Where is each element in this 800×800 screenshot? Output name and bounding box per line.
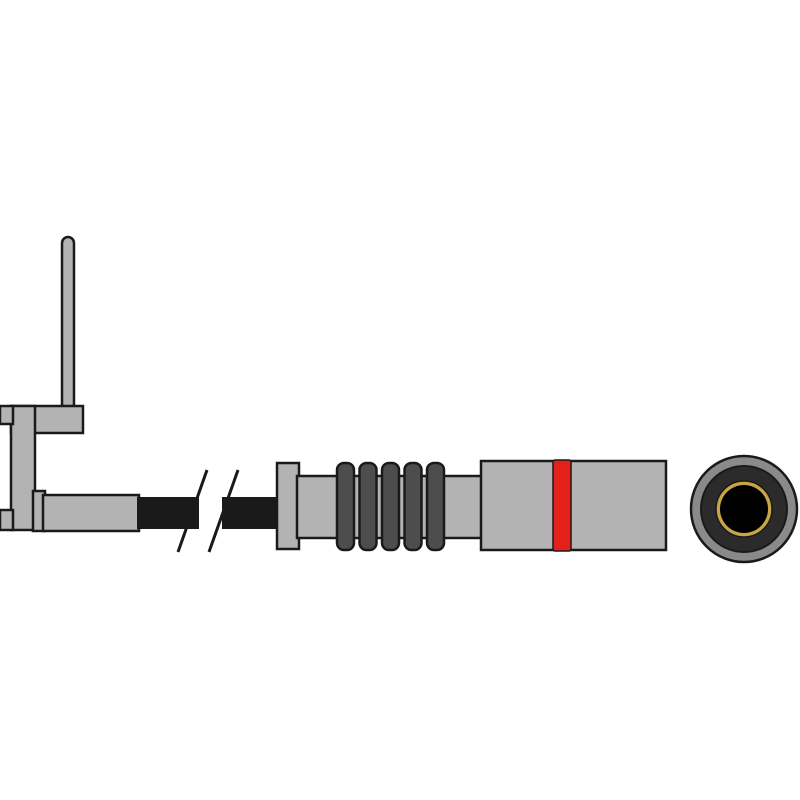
cable-boot-flange (275, 461, 301, 551)
pcb-bracket-post (9, 404, 37, 532)
plug-body (275, 459, 668, 552)
cable-break-mark-right (207, 469, 240, 553)
coupling-rib (403, 461, 423, 552)
cable-break-icon (137, 469, 280, 553)
cable-segment-right (222, 497, 280, 529)
coupling-rib (425, 461, 446, 552)
coupling-rib (335, 461, 356, 552)
coupling-rib (358, 461, 378, 552)
marker-band (552, 459, 572, 552)
plug-sleeve (479, 459, 668, 552)
pcb-barrel (41, 493, 141, 533)
socket-bore (720, 485, 768, 533)
coupling-ribs (335, 461, 446, 552)
pcb-pin (60, 235, 76, 412)
female-jack-end-view-icon (689, 454, 799, 564)
cable-segment-left (137, 497, 199, 529)
pcb-tab-bottom (0, 508, 15, 532)
coupling-rib (380, 461, 401, 552)
cable-break-mark-left (176, 469, 209, 553)
right-angle-pcb-plug-icon (0, 235, 141, 533)
pcb-tab-top (0, 404, 15, 426)
